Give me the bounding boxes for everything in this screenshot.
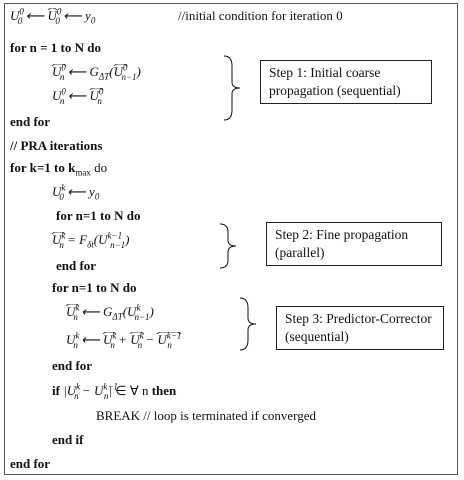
pra-comment: // PRA iterations (10, 138, 103, 153)
step1-line1: Step 1: Initial coarse (269, 65, 381, 80)
correct-line: Ukn ⟵ Ukn + Ukn − Uk−1n (66, 330, 182, 350)
for-n-fine: for n=1 to N do (56, 208, 141, 223)
step2-box: Step 2: Fine propagation (parallel) (266, 222, 442, 266)
step3-line2: (sequential) (285, 329, 349, 344)
coarse-line: U0n ⟵ GΔT(U0n−1) (52, 62, 141, 82)
forall-text: ∈ ∀ n (115, 383, 149, 398)
for-k-line: for k=1 to kmax do (10, 160, 108, 178)
for-n-text: for n = 1 to N do (10, 40, 101, 55)
step2-line1: Step 2: Fine propagation (275, 227, 409, 242)
end-for-outer: end for (10, 456, 51, 471)
convergence-expr: |Ukn − Uk−1n| (63, 381, 118, 401)
fine-line: Ukn = Fδt(Uk−1n−1) (52, 230, 130, 250)
then-keyword: then (151, 383, 177, 398)
for-k-text: for k=1 to k (10, 160, 76, 175)
for-n-line: for n = 1 to N do (10, 40, 101, 56)
for-n-corr: for n=1 to N do (52, 280, 137, 295)
step2-line2: (parallel) (275, 245, 325, 260)
step2-brace (219, 223, 237, 269)
end-for-3: end for (52, 358, 93, 373)
end-if: end if (52, 432, 84, 447)
end-for-2: end for (56, 258, 97, 273)
init-line: U00 ⟵ U00 ⟵ y0 (10, 6, 96, 26)
init-comment: //initial condition for iteration 0 (178, 8, 343, 23)
break-line: BREAK // loop is terminated if converged (96, 408, 316, 423)
step3-box: Step 3: Predictor-Corrector (sequential) (276, 306, 444, 350)
step3-line1: Step 3: Predictor-Corrector (285, 311, 432, 326)
assign-line: U0n ⟵ U0n (52, 86, 104, 106)
if-line: if |Ukn − Uk−1n| ∈ ∀ n then (52, 381, 177, 401)
step3-brace (239, 297, 257, 351)
predict-line: Ukn ⟵ GΔT(Ukn−1) (66, 302, 154, 322)
do-text: do (94, 160, 108, 175)
step1-line2: propagation (sequential) (269, 83, 401, 98)
end-for-1: end for (10, 114, 51, 129)
step1-brace (223, 55, 241, 121)
if-keyword: if (52, 383, 60, 398)
reinit-line: Uk0 ⟵ y0 (52, 182, 100, 202)
kmax-sub: max (75, 167, 91, 178)
step1-box: Step 1: Initial coarse propagation (sequ… (260, 60, 432, 104)
